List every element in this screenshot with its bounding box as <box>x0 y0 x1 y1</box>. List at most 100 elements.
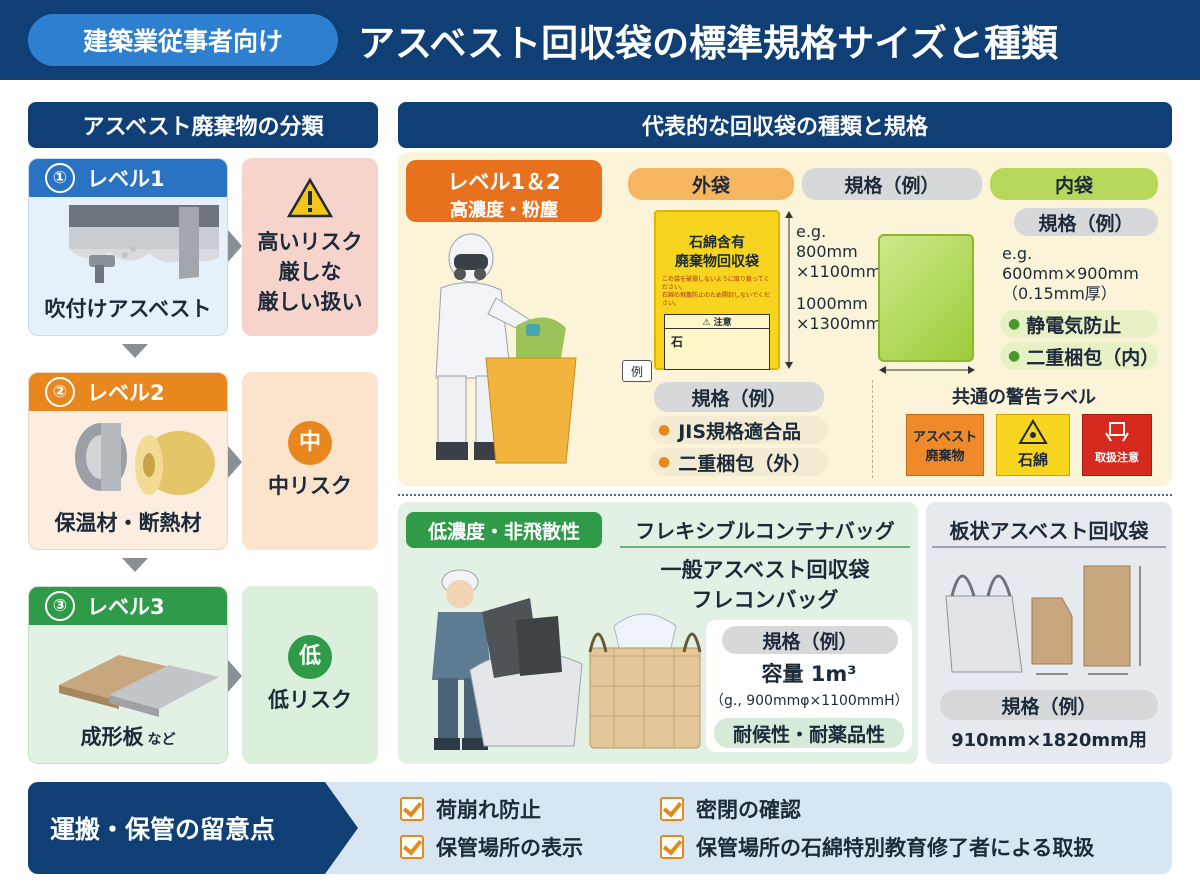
check-item-3: 保管場所の表示 <box>400 832 650 862</box>
level12-tag-line1: レベル1＆2 <box>447 170 561 194</box>
bag-warn-head: ⚠ 注意 <box>665 315 769 329</box>
outer-dim-h2: ×1300mm <box>796 314 882 333</box>
inner-item-double: ●二重梱包（内） <box>1000 342 1160 370</box>
page-title: アスベスト回収袋の標準規格サイズと種類 <box>358 22 1059 65</box>
check-item-1-text: 荷崩れ防止 <box>436 798 541 822</box>
level1-caption: 吹付けアスベスト <box>44 297 212 321</box>
board-bag-illustration <box>945 565 1141 675</box>
label-ishiwata-text: 石綿 <box>1017 451 1048 469</box>
outer-item-jis: JIS規格適合品 <box>650 416 828 444</box>
level1-risk-line1: 高いリスク <box>257 230 363 254</box>
level1-card: ① レベル1 吹付けアスベスト <box>28 158 228 336</box>
checkbox-icon <box>660 835 684 859</box>
level1-header: ① レベル1 <box>29 159 227 197</box>
level3-risk-card: 低 低リスク <box>242 586 378 764</box>
yellow-outer-bag: 石綿含有 廃棄物回収袋 この袋を破損しないように取り扱ってください。 石綿の飛散… <box>654 210 780 370</box>
level2-number: ② <box>45 377 75 407</box>
check-item-2: 密閉の確認 <box>660 794 960 824</box>
audience-badge: 建築業従事者向け <box>28 14 338 66</box>
level1-risk-line2: 厳しな <box>278 260 342 284</box>
level1-label: レベル1 <box>87 167 165 191</box>
level3-card: ③ レベル3 成形板など <box>28 586 228 764</box>
level3-risk-text: 低リスク <box>268 688 352 712</box>
flex-feature: 耐候性・耐薬品性 <box>714 718 904 748</box>
outer-dim-h1: ×1100mm <box>796 262 882 281</box>
level3-header: ③ レベル3 <box>29 587 227 625</box>
level2-risk-text: 中リスク <box>268 474 352 498</box>
bag-types-title: 代表的な回収袋の種類と規格 <box>398 102 1172 148</box>
outer-spec-label: 規格（例） <box>654 382 824 412</box>
inner-width-dimension <box>879 366 975 374</box>
inner-item-antistatic: ●静電気防止 <box>1000 310 1158 338</box>
label-ishiwata: 石綿 <box>996 414 1070 476</box>
level3-caption: 成形板など <box>29 721 227 751</box>
spec-example-label: 規格（例） <box>802 168 982 200</box>
flex-dimensions: （g., 900mmφ×1100mmH） <box>710 693 909 709</box>
divider-dashed <box>872 380 873 478</box>
level2-risk-card: 中 中リスク <box>242 372 378 550</box>
inner-dim-eg: e.g. <box>1002 244 1033 263</box>
bag-text-line1: 石綿含有 <box>689 235 745 251</box>
flex-spec-label: 規格（例） <box>722 626 898 654</box>
level1-number: ① <box>45 163 75 193</box>
checkbox-icon <box>400 835 424 859</box>
level1-arrow <box>228 230 242 262</box>
check-item-3-text: 保管場所の表示 <box>436 836 583 860</box>
level12-tag: レベル1＆2 高濃度・粉塵 <box>406 160 602 222</box>
level3-caption-suffix: など <box>147 732 176 748</box>
medium-risk-mark: 中 <box>288 421 332 465</box>
down-arrow-2 <box>122 558 148 572</box>
bag-small-line1: この袋を破損しないように取り扱ってください。 <box>662 276 770 291</box>
insulation-icon <box>75 423 215 495</box>
worker-with-bag-illustration <box>432 569 583 750</box>
level2-header: ② レベル2 <box>29 373 227 411</box>
inner-item-antistatic-text: 静電気防止 <box>1026 314 1122 337</box>
level2-card: ② レベル2 保温材・断熱材 <box>28 372 228 550</box>
level1-risk-card: 高いリスク 厳しな 厳しい扱い <box>242 158 378 336</box>
board-dimensions: 910mm×1820mm用 <box>951 730 1147 751</box>
classification-title: アスベスト廃棄物の分類 <box>28 102 378 148</box>
bag-text-line2: 廃棄物回収袋 <box>675 254 759 270</box>
section-separator <box>398 494 1172 496</box>
level2-caption: 保温材・断熱材 <box>54 511 202 535</box>
level3-number: ③ <box>45 591 75 621</box>
low-risk-mark: 低 <box>288 635 332 679</box>
bag-mark: 石 <box>671 335 684 349</box>
down-arrow-1 <box>122 344 148 358</box>
outer-dim-w2: 1000mm <box>796 294 868 313</box>
check-item-2-text: 密閉の確認 <box>696 798 801 822</box>
inner-dim-thickness: （0.15mm厚） <box>1002 284 1117 303</box>
check-item-4: 保管場所の石綿特別教育修了者による取扱 <box>660 832 1160 862</box>
molded-board-icon <box>59 655 219 717</box>
check-item-4-text: 保管場所の石綿特別教育修了者による取扱 <box>696 836 1095 860</box>
outer-item-double: 二重梱包（外） <box>650 448 828 476</box>
outer-bag-label: 外袋 <box>628 168 794 200</box>
inner-spec-label: 規格（例） <box>1014 208 1158 236</box>
checkbox-icon <box>400 797 424 821</box>
label-handle-with-care: 取扱注意 <box>1082 414 1152 476</box>
bag-height-dimension <box>785 211 793 369</box>
level1-risk-line3: 厳しい扱い <box>257 290 363 314</box>
inner-bag-label: 内袋 <box>990 168 1158 200</box>
board-bag-title: 板状アスベスト回収袋 <box>932 512 1166 548</box>
flex-capacity: 容量 1m³ <box>761 662 857 686</box>
checkbox-icon <box>660 797 684 821</box>
flex-subtitle-1: 一般アスベスト回収袋 <box>660 558 870 582</box>
warning-labels-title: 共通の警告ラベル <box>952 387 1096 408</box>
level3-arrow <box>228 660 242 692</box>
fragile-box-icon <box>1105 422 1129 442</box>
level2-label: レベル2 <box>87 381 165 405</box>
warning-triangle-icon <box>287 177 333 218</box>
inner-item-double-text: 二重梱包（内） <box>1026 346 1160 369</box>
green-inner-bag <box>878 234 974 362</box>
outer-dimensions: e.g. 800mm ×1100mm 1000mm ×1300mm <box>796 222 886 334</box>
outer-dim-w1: 800mm <box>796 242 858 261</box>
check-item-1: 荷崩れ防止 <box>400 794 640 824</box>
level12-tag-line2: 高濃度・粉塵 <box>450 200 558 221</box>
footer-title: 運搬・保管の留意点 <box>28 782 358 874</box>
level3-label: レベル3 <box>87 595 165 619</box>
bag-small-line2: 石綿の飛散防止のため開封しないでください。 <box>662 292 770 307</box>
flexible-container-bag-illustration <box>588 613 702 749</box>
low-concentration-tag: 低濃度・非飛散性 <box>406 512 602 548</box>
protective-suit-worker-illustration <box>435 233 577 464</box>
